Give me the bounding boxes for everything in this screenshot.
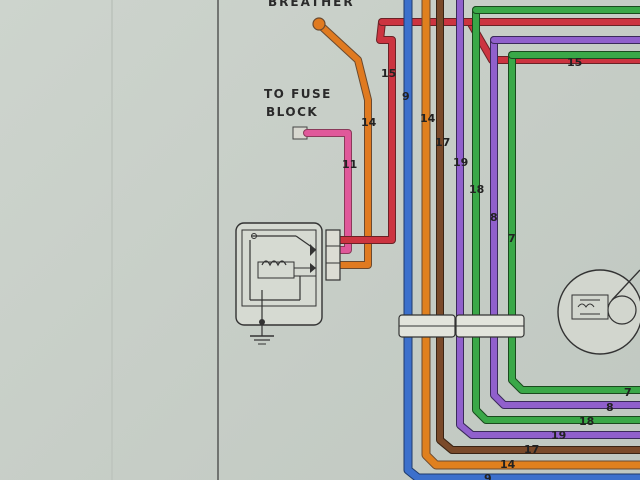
wire-label-17-bottom: 17 bbox=[524, 443, 539, 456]
wire-labels: 15 15 14 9 14 11 17 19 18 8 7 7 8 18 19 … bbox=[342, 56, 632, 480]
wire-label-9: 9 bbox=[402, 90, 410, 103]
ground-symbol bbox=[250, 325, 274, 345]
wire-7 bbox=[509, 52, 640, 393]
wire-label-14-right: 14 bbox=[420, 112, 436, 125]
relay-connector bbox=[325, 229, 341, 281]
wire-18-outline bbox=[472, 6, 640, 424]
relay-coil bbox=[261, 260, 287, 267]
wire-clamp-left bbox=[398, 314, 456, 338]
wire-label-17: 17 bbox=[435, 136, 450, 149]
wire-14-left bbox=[317, 22, 371, 268]
wire-17-outline bbox=[436, 0, 640, 454]
wire-8 bbox=[491, 37, 640, 408]
wire-15 bbox=[335, 19, 640, 243]
breather-label: BREATHER bbox=[268, 0, 355, 9]
wire-19-outline bbox=[456, 0, 640, 439]
relay-switch bbox=[235, 222, 341, 326]
breather-terminal bbox=[312, 17, 326, 31]
wire-label-15: 15 bbox=[381, 67, 396, 80]
fuse-label-line1: TO FUSE bbox=[264, 87, 332, 101]
wire-group bbox=[303, 0, 640, 480]
wire-label-14-left: 14 bbox=[361, 116, 377, 129]
motor-component bbox=[557, 269, 640, 355]
wire-label-9-bottom: 9 bbox=[484, 472, 492, 480]
wire-label-19: 19 bbox=[453, 156, 468, 169]
fuse-label-line2: BLOCK bbox=[266, 105, 318, 119]
wire-label-15-h: 15 bbox=[567, 56, 582, 69]
wire-17 bbox=[437, 0, 640, 453]
wire-label-7-bottom: 7 bbox=[624, 386, 632, 399]
wire-19 bbox=[457, 0, 640, 438]
wire-9 bbox=[404, 0, 640, 480]
wire-14-right bbox=[422, 0, 640, 469]
wire-label-8-bottom: 8 bbox=[606, 401, 614, 414]
wire-11 bbox=[304, 130, 351, 253]
wire-label-18: 18 bbox=[469, 183, 484, 196]
wire-label-19-bottom: 19 bbox=[551, 429, 566, 442]
wire-label-18-bottom: 18 bbox=[579, 415, 594, 428]
wire-label-8: 8 bbox=[490, 211, 498, 224]
wire-18 bbox=[473, 7, 640, 423]
wire-clamp-right bbox=[455, 314, 525, 338]
wire-label-7: 7 bbox=[508, 232, 516, 245]
wire-label-14-bottom: 14 bbox=[500, 458, 516, 471]
wire-label-11: 11 bbox=[342, 158, 357, 171]
